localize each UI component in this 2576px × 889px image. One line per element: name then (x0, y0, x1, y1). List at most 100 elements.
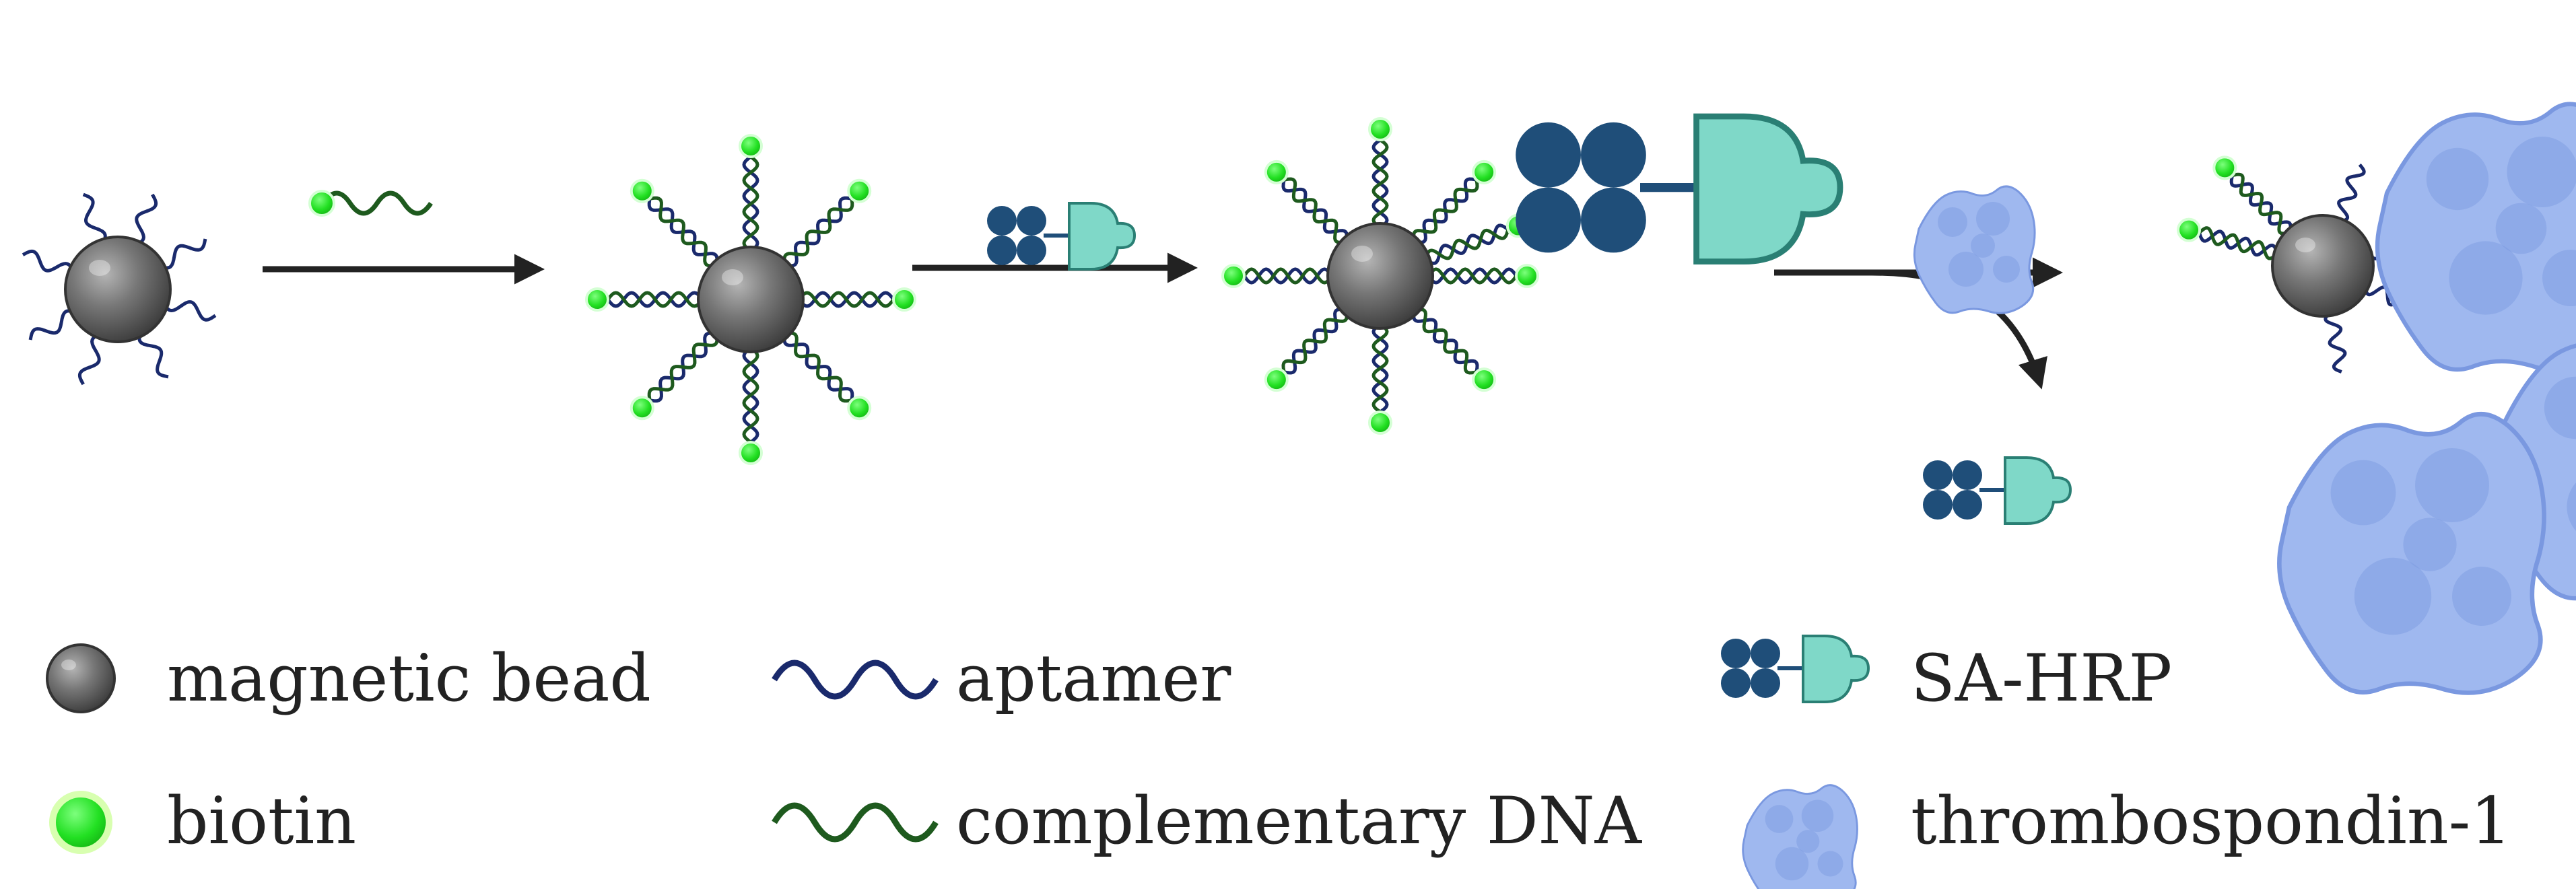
streptavidin-subunit (1923, 460, 1953, 490)
biotin-icon (2212, 155, 2237, 180)
protein-domain (1765, 805, 1794, 833)
complementary-dna-strand (742, 155, 759, 253)
legend-label-thrombospondin: thrombospondin-1 (1911, 783, 2512, 859)
arrow-step2 (912, 202, 1198, 283)
aptamer-strand (82, 192, 107, 246)
biotin-icon (1472, 367, 1497, 392)
protein-domain (1801, 799, 1834, 832)
protein-domain (2330, 460, 2396, 526)
aptamer-strand (28, 309, 78, 341)
streptavidin-core (1946, 484, 1959, 496)
biotin-icon (1368, 117, 1392, 141)
aptamer-strand (77, 332, 102, 386)
legend-bead-highlight (61, 660, 76, 670)
legend-label-magnetic-bead: magnetic bead (167, 641, 651, 716)
legend-label-sa-hrp: SA-HRP (1911, 641, 2173, 716)
biotin-icon (739, 134, 763, 158)
aptamer-strand (137, 329, 169, 379)
hrp-enzyme (1802, 635, 1870, 703)
biotin-icon (1515, 264, 1539, 288)
protein-domain (1775, 847, 1809, 881)
protein-domain (2452, 567, 2511, 626)
aptamer-strand (162, 300, 217, 322)
streptavidin-subunit (1721, 639, 1751, 668)
streptavidin-subunit (1017, 236, 1046, 265)
protein-domain (2544, 376, 2576, 439)
complementary-dna-strand (1281, 310, 1349, 373)
thrombospondin-icon (1913, 185, 2036, 314)
protein-domain (1817, 851, 1843, 877)
streptavidin-subunit (1017, 206, 1046, 236)
protein-domain (2495, 203, 2547, 254)
aptamer-strand (2324, 311, 2347, 374)
arrow-step3 (1774, 185, 2072, 525)
stage3-bead-with-sa-hrp (1221, 113, 1843, 435)
protein-domain (1993, 256, 2020, 283)
duplex-strands (585, 134, 916, 465)
legend-label-complementary-dna: complementary DNA (956, 783, 1641, 859)
protein-body (1913, 185, 2036, 314)
biotin-icon (1221, 264, 1246, 288)
legend-label-biotin: biotin (167, 783, 357, 859)
stage4-bead-with-thrombospondin (2177, 102, 2576, 695)
biotin-icon (1472, 159, 1497, 184)
bead-highlight (89, 260, 110, 276)
legend-complementary-dna-icon (772, 802, 939, 843)
streptavidin-subunit (1751, 639, 1780, 668)
streptavidin-subunit (987, 236, 1017, 265)
bead-highlight (2295, 238, 2315, 252)
complementary-dna-strand (784, 331, 852, 403)
biotin-icon (1264, 159, 1289, 184)
complementary-dna-strand (2232, 172, 2291, 236)
protein-domain (2354, 557, 2432, 635)
streptavidin-subunit (987, 206, 1017, 236)
protein-domain (2507, 137, 2576, 207)
streptavidin-subunit (1516, 187, 1581, 253)
protein-domain (2403, 518, 2457, 571)
aptamer-strand (22, 249, 75, 274)
streptavidin-core (1567, 174, 1594, 201)
streptavidin-core (1744, 662, 1757, 674)
sa-hrp-icon (987, 202, 1137, 271)
protein-domain (1976, 202, 2010, 236)
legend-biotin-icon (49, 791, 112, 854)
streptavidin-subunit (1581, 122, 1646, 188)
streptavidin-subunit (1581, 187, 1646, 253)
complementary-dna-strand (1242, 267, 1334, 285)
released-sa-hrp-icon (1923, 456, 2072, 525)
hrp-enzyme (1068, 202, 1137, 271)
stage2-bead-with-duplexes (585, 134, 916, 465)
protein-domain (2415, 448, 2489, 522)
complementary-dna-strand (649, 196, 717, 268)
legend-label-aptamer: aptamer (956, 641, 1231, 716)
legend-bead-icon (46, 643, 116, 713)
legend-aptamer-icon (772, 660, 939, 700)
protein-domain (2426, 147, 2489, 211)
complementary-dna-strand (321, 190, 433, 216)
protein-domain (1796, 830, 1820, 853)
complementary-dna-strand (1424, 228, 1510, 260)
complementary-dna-strand (1371, 322, 1389, 414)
biotin-icon (2177, 217, 2202, 242)
bead-highlight (722, 269, 743, 285)
streptavidin-subunit (1923, 490, 1953, 520)
complementary-dna-strand (1412, 179, 1479, 242)
protein-domain (1948, 252, 1984, 287)
complementary-dna-strand (742, 346, 759, 444)
legend-thrombospondin-icon (1742, 784, 1858, 889)
bead-highlight (1351, 246, 1373, 262)
complementary-dna-strand (1371, 138, 1389, 229)
duplex-strands (2177, 155, 2429, 374)
magnetic-bead (64, 236, 172, 343)
biotin-icon (1264, 367, 1289, 392)
biotin-icon (847, 396, 872, 421)
protein-domain (2567, 482, 2576, 532)
stage1-bead-with-aptamers (22, 192, 217, 386)
biotin-icon (630, 396, 654, 421)
biotin-icon (892, 287, 916, 312)
complementary-dna-strand (1414, 308, 1477, 375)
streptavidin-subunit (1751, 668, 1780, 698)
thrombospondin-bound-3 (2277, 412, 2546, 695)
protein-body (1742, 784, 1858, 889)
